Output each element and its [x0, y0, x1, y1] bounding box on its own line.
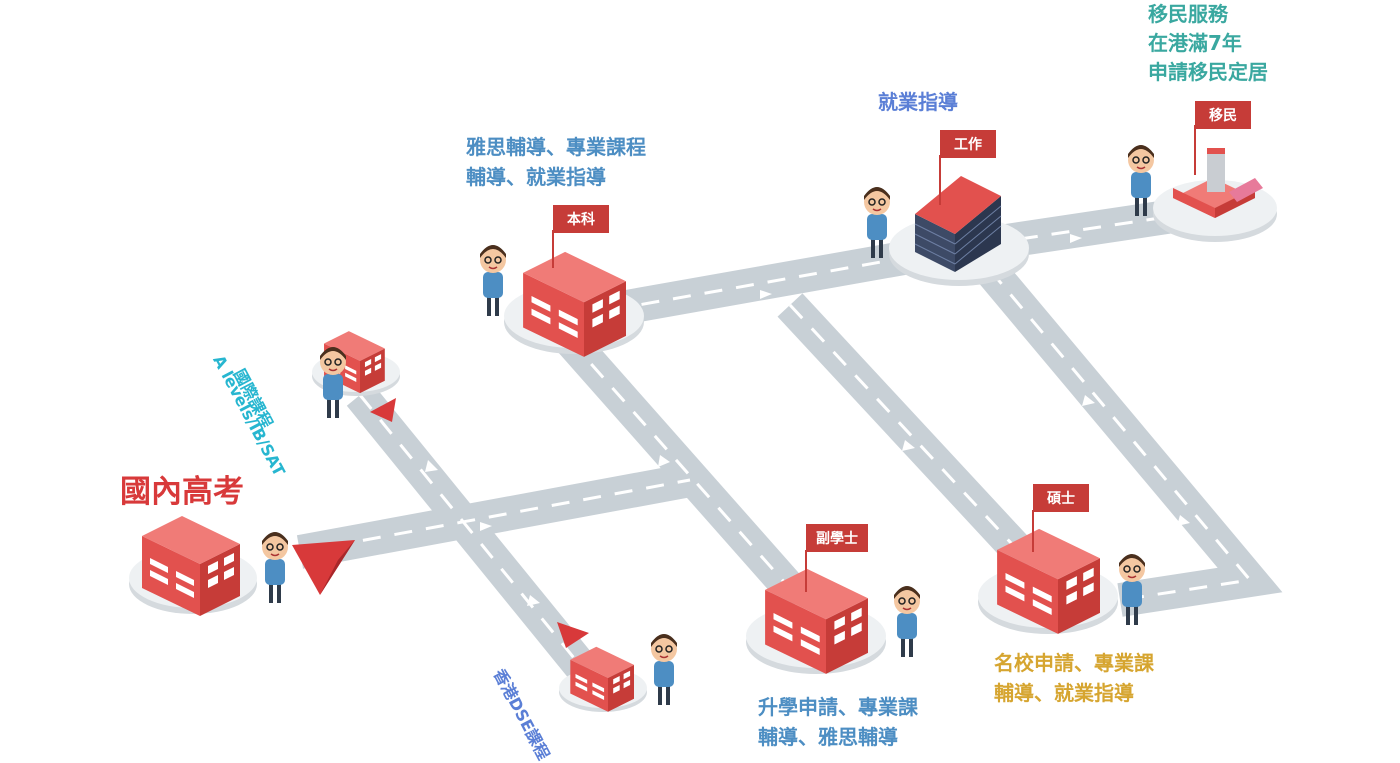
person-international: [319, 346, 347, 419]
person-associate: [893, 585, 921, 658]
flag-immigration: 移民: [1195, 101, 1251, 129]
person-domestic: [261, 531, 289, 604]
red-arrows: [292, 398, 589, 648]
label-immigration-services: 移民服務 在港滿7年 申請移民定居: [1148, 0, 1268, 87]
assoc-service-line-1: 升學申請、專業課: [758, 695, 918, 719]
flag-work: 工作: [940, 130, 996, 158]
flag-master: 碩士: [1033, 484, 1089, 512]
label-master-services: 名校申請、專業課 輔導、就業指導: [994, 648, 1154, 708]
building-work: [914, 176, 1002, 272]
label-domestic: 國內高考: [120, 474, 244, 510]
bachelor-service-line-1: 雅思輔導、專業課程: [466, 135, 646, 159]
platforms: [129, 180, 1277, 712]
flag-bachelor: 本科: [553, 205, 609, 233]
flag-associate: 副學士: [806, 524, 868, 552]
person-bachelor: [479, 244, 507, 317]
bachelor-service-line-2: 輔導、就業指導: [466, 165, 606, 189]
building-immigration: [1173, 148, 1263, 218]
arrow-dse: [557, 622, 589, 648]
assoc-service-line-2: 輔導、雅思輔導: [758, 725, 898, 749]
person-dse: [650, 633, 678, 706]
buildings: [142, 148, 1263, 712]
master-service-line-2: 輔導、就業指導: [994, 681, 1134, 705]
label-associate-services: 升學申請、專業課 輔導、雅思輔導: [758, 692, 918, 752]
immig-line-2: 在港滿7年: [1148, 31, 1242, 55]
immig-line-3: 申請移民定居: [1148, 60, 1268, 84]
roads: [296, 195, 1283, 701]
master-service-line-1: 名校申請、專業課: [994, 651, 1154, 675]
immig-line-1: 移民服務: [1148, 2, 1228, 26]
arrow-domestic: [292, 540, 355, 595]
label-work-service: 就業指導: [878, 90, 958, 114]
flag-poles: [552, 125, 1196, 592]
arrow-international: [370, 398, 396, 422]
label-bachelor-services: 雅思輔導、專業課程 輔導、就業指導: [466, 132, 646, 192]
